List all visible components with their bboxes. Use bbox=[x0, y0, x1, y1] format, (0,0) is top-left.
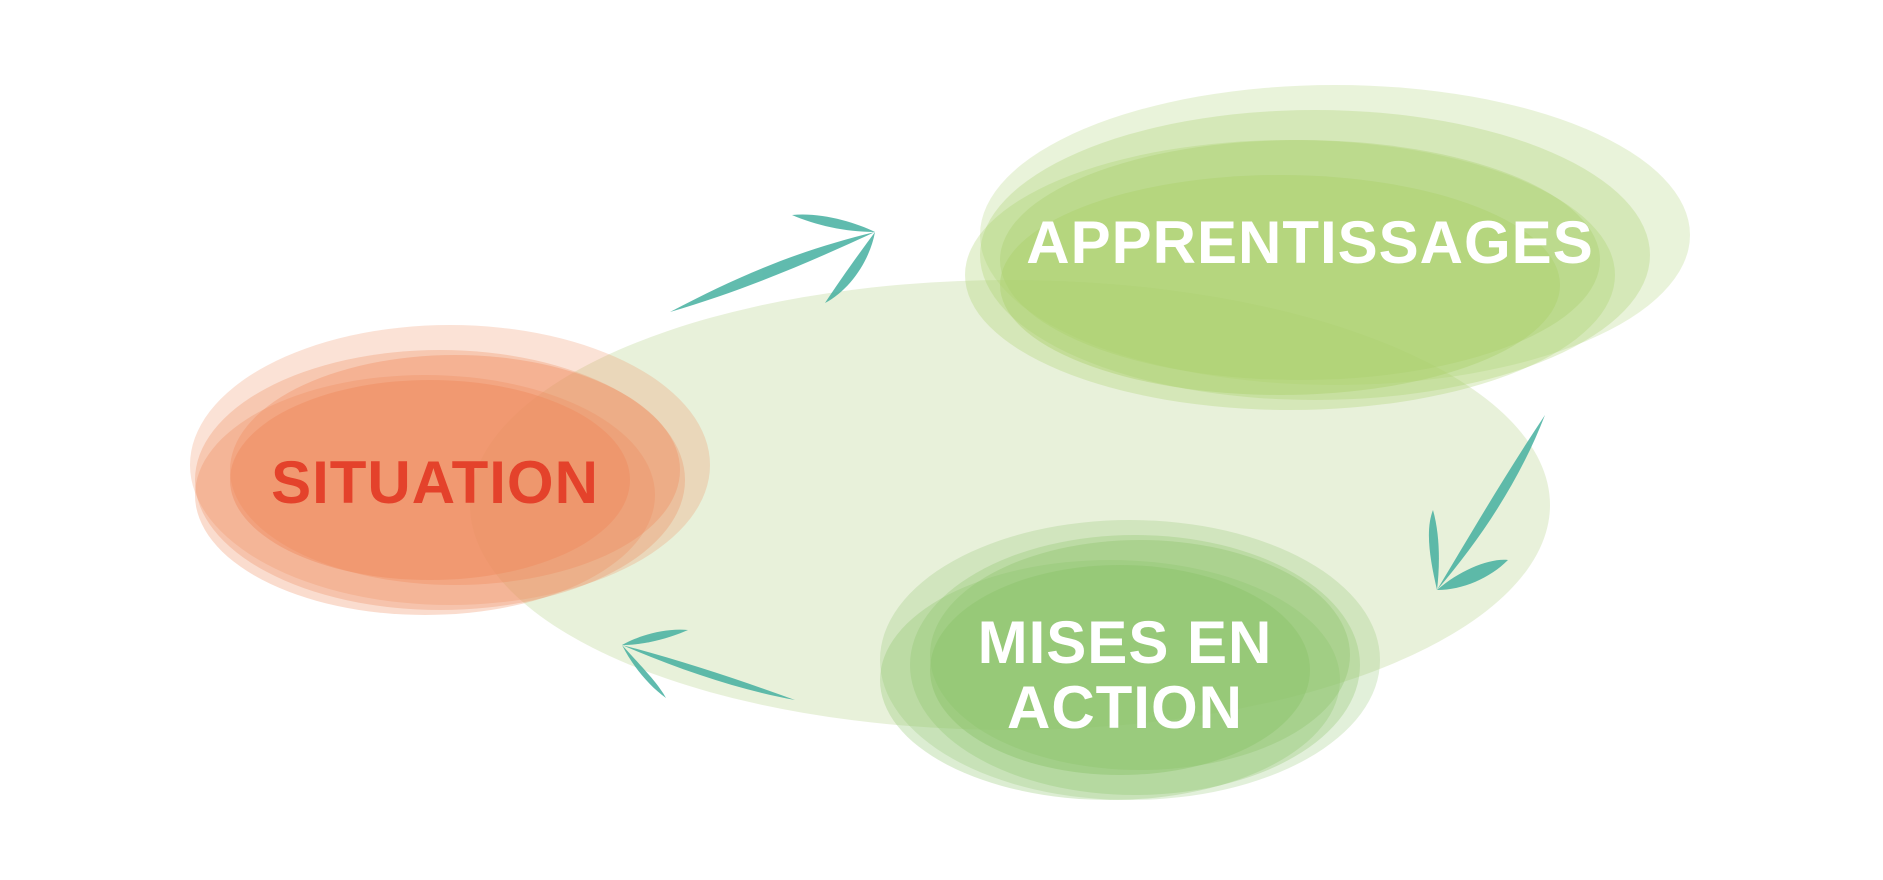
node-situation: SITUATION bbox=[190, 325, 710, 615]
node-mises-en-action: MISES EN ACTION bbox=[880, 520, 1380, 800]
node-mises-en-action-label-line2: ACTION bbox=[1007, 674, 1243, 741]
arrow-mises-to-situation-icon bbox=[622, 629, 795, 700]
node-situation-label: SITUATION bbox=[271, 449, 599, 516]
node-apprentissages: APPRENTISSAGES bbox=[965, 85, 1690, 410]
center-ellipse bbox=[470, 280, 1550, 730]
node-apprentissages-label: APPRENTISSAGES bbox=[1026, 209, 1593, 276]
arrow-situation-to-apprentissages-icon bbox=[670, 214, 875, 312]
arrow-apprentissages-to-mises-icon bbox=[1428, 415, 1545, 590]
node-mises-en-action-label-line1: MISES EN bbox=[978, 609, 1273, 676]
